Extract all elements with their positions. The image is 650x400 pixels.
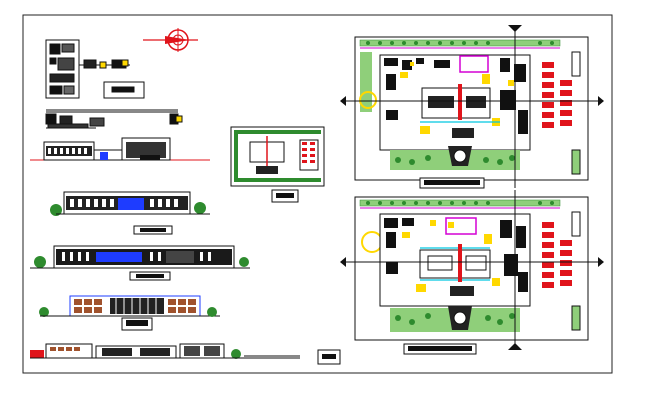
site-location-plan (45, 39, 183, 129)
ground-floor-plan (340, 25, 604, 189)
sheet-frame (22, 14, 613, 374)
small-site-plan (230, 126, 325, 203)
front-elevation (30, 137, 210, 161)
north-arrow-icon (143, 28, 198, 52)
longitudinal-section (39, 295, 220, 331)
side-elevation (30, 245, 250, 281)
legend-box (317, 349, 341, 365)
first-floor-plan (340, 190, 604, 355)
cross-section (30, 343, 300, 359)
rear-elevation (50, 191, 210, 235)
